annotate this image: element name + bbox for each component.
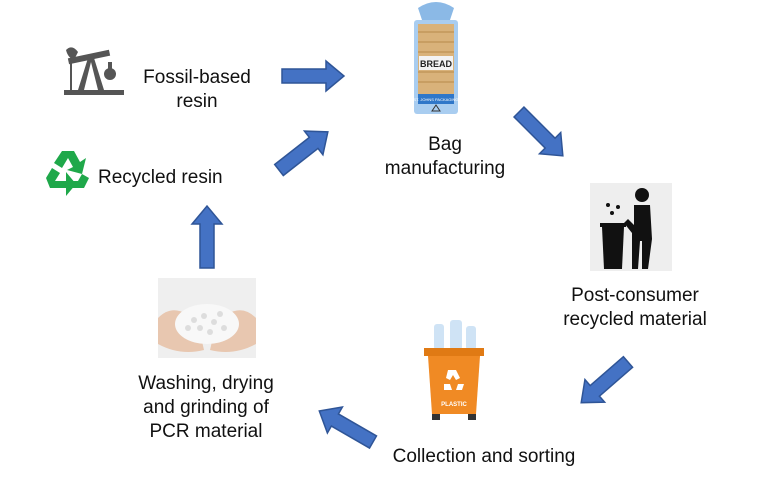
fossil-resin-label-line-2: resin xyxy=(176,91,218,112)
bag-manufacturing-label: Bag manufacturing xyxy=(370,133,520,181)
post-consumer-label: Post-consumer recycled material xyxy=(550,284,720,332)
bag-text: BREAD xyxy=(420,59,453,69)
arrow-collection-to-washing xyxy=(311,397,382,456)
trash-person-icon xyxy=(590,183,672,271)
bag-manufacturing-label-line-1: Bag xyxy=(428,134,462,155)
bag-manufacturing-label-line-2: manufacturing xyxy=(384,158,506,179)
collection-sorting-label: Collection and sorting xyxy=(392,446,576,467)
bin-text: PLASTIC xyxy=(441,402,467,408)
oil-pump-icon xyxy=(64,47,124,95)
washing-label: Washing, drying and grinding of PCR mate… xyxy=(118,372,294,444)
washing-label-line-3: PCR material xyxy=(149,421,263,442)
recycle-icon xyxy=(46,151,89,196)
post-consumer-label-line-1: Post-consumer xyxy=(571,285,699,306)
recycling-bin-icon: PLASTIC xyxy=(424,320,484,420)
fossil-resin-label-line-1: Fossil-based xyxy=(143,67,251,88)
arrow-post-consumer-to-collection xyxy=(570,349,639,415)
post-consumer-label-line-2: recycled material xyxy=(563,309,707,330)
pellets-in-hands-icon xyxy=(158,278,256,358)
bag-brand: ST. JOHNS PACKAGING xyxy=(413,97,458,102)
arrow-recycled-to-bag xyxy=(269,119,338,183)
washing-label-line-1: Washing, drying xyxy=(138,373,274,394)
arrow-washing-to-recycled xyxy=(191,205,223,269)
washing-label-line-2: and grinding of xyxy=(143,397,269,418)
recycled-resin-label: Recycled resin xyxy=(98,167,223,188)
fossil-resin-label: Fossil-based resin xyxy=(132,66,262,114)
arrow-fossil-to-bag xyxy=(281,60,345,92)
bread-bag-icon: BREAD ST. JOHNS PACKAGING xyxy=(413,2,459,114)
